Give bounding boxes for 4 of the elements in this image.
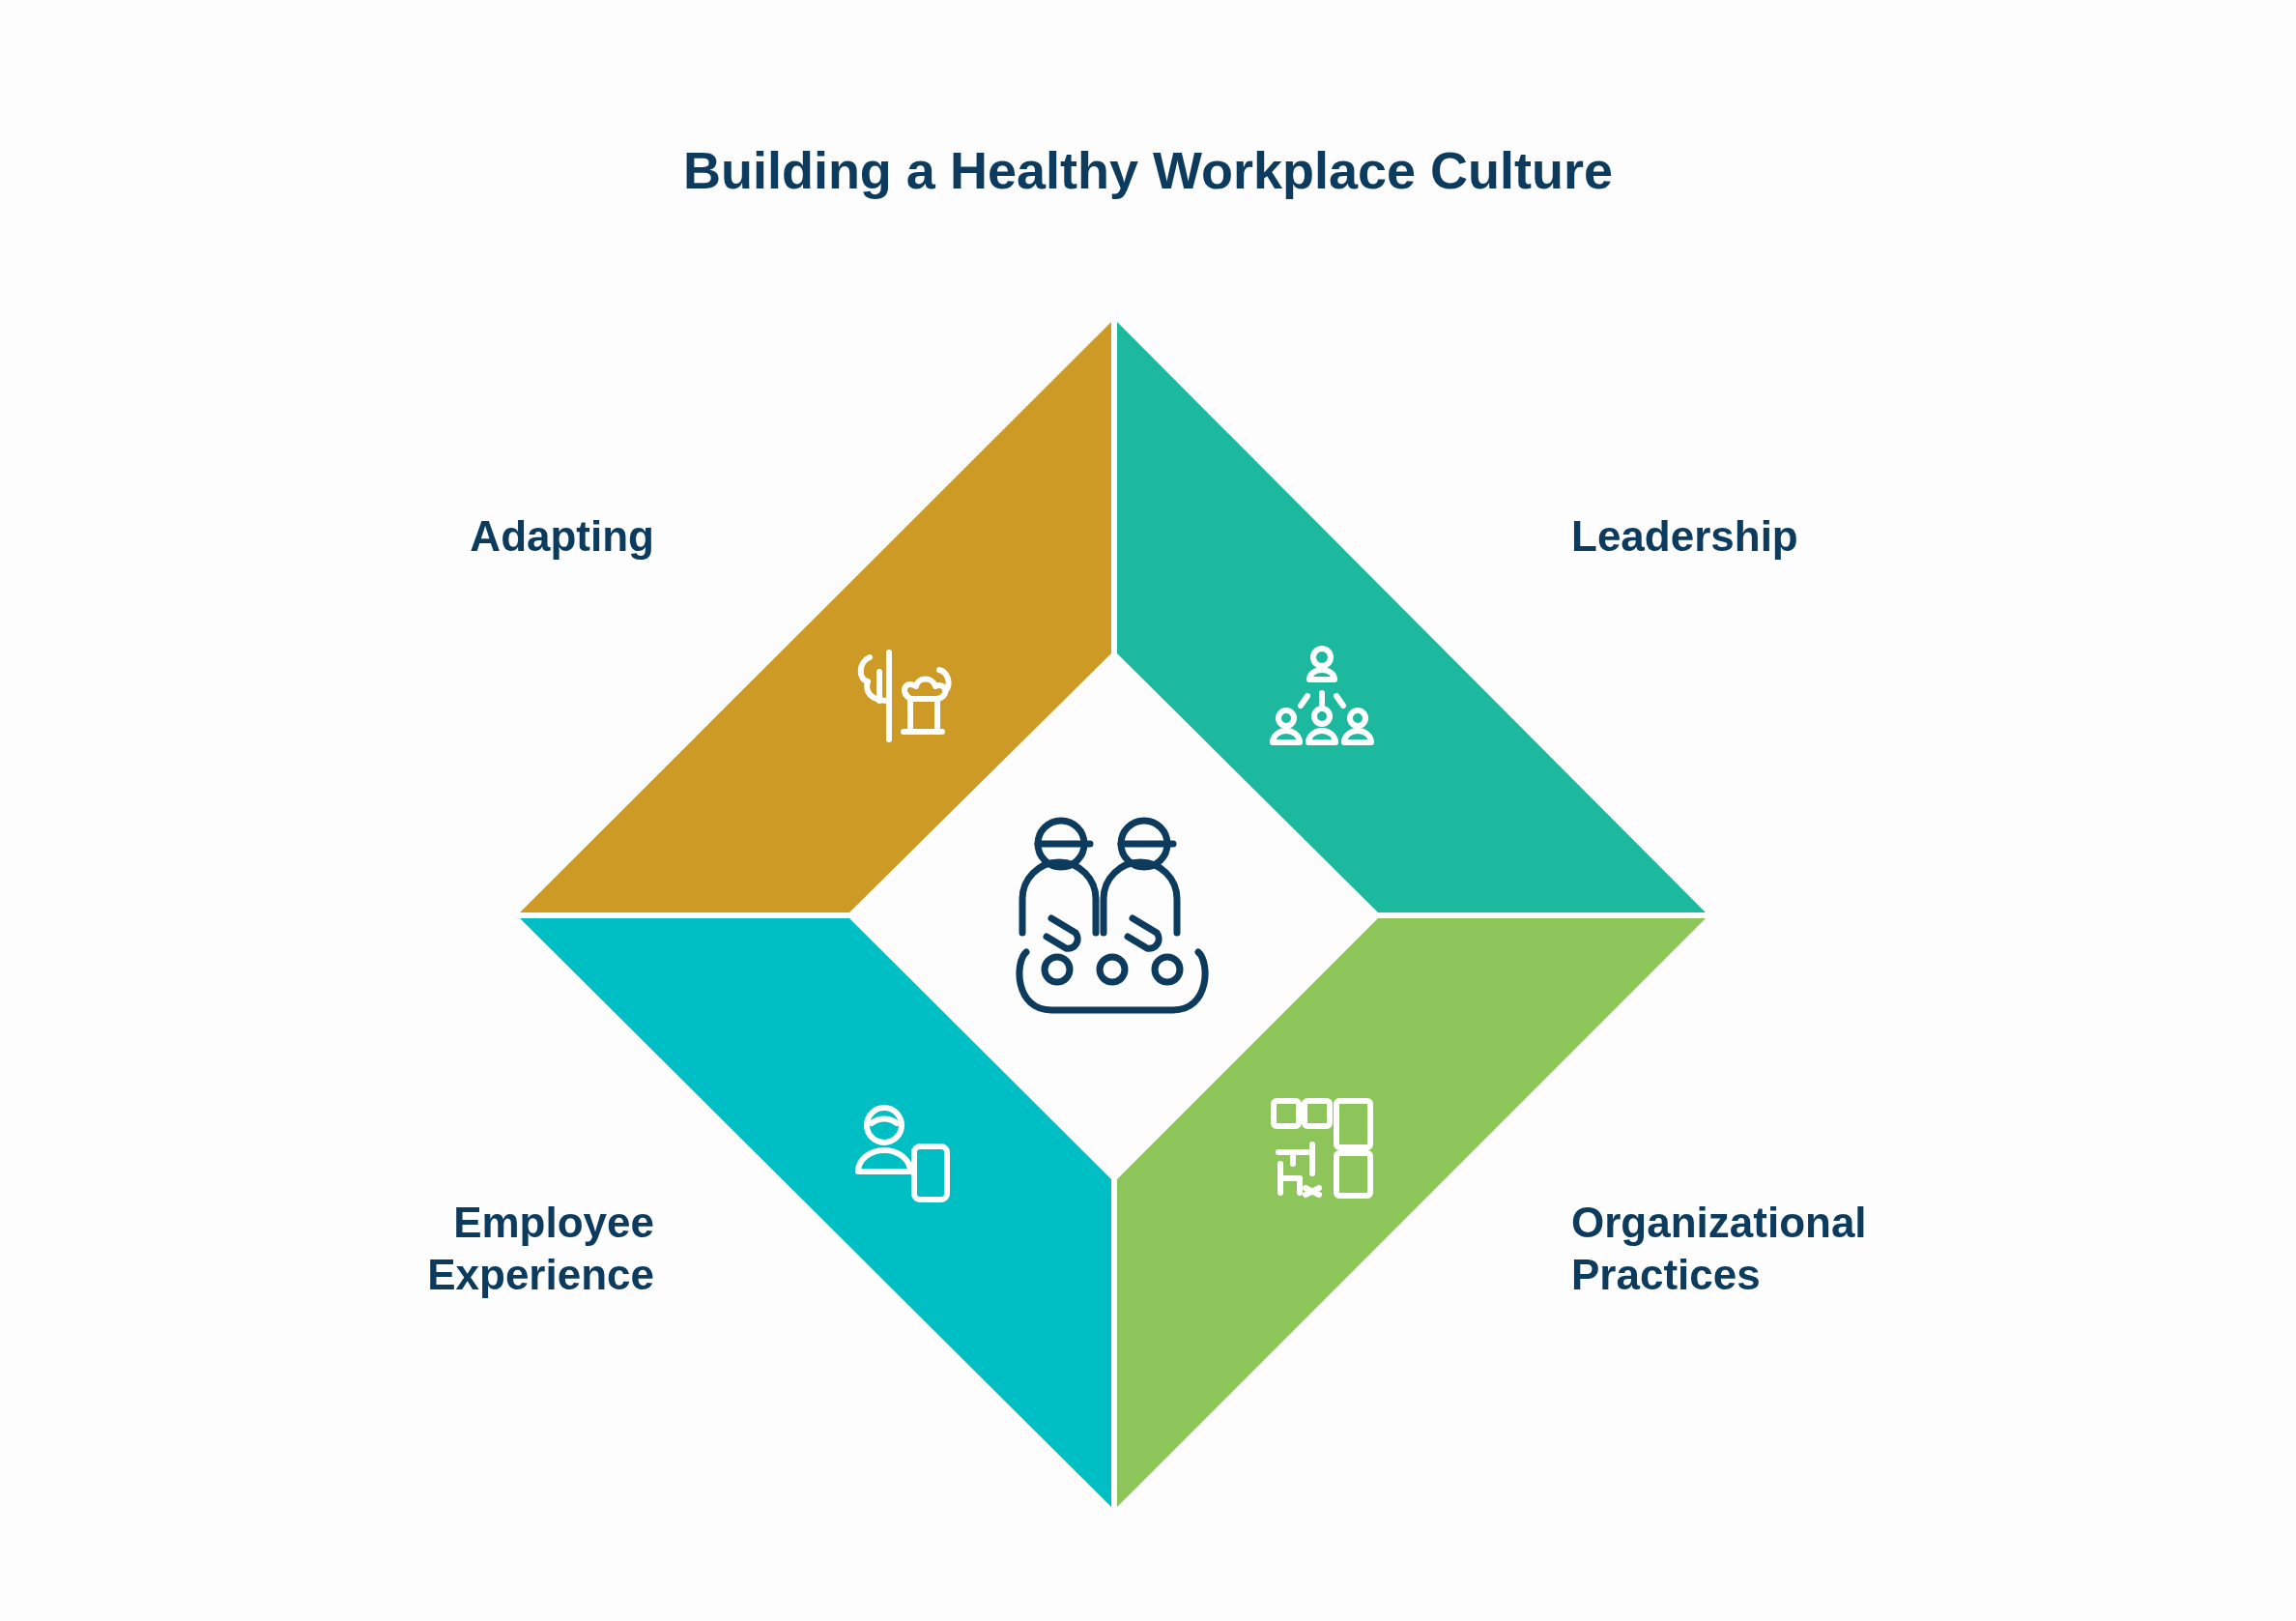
quadrant-heading: Leadership: [1571, 511, 1799, 562]
quadrant-heading: Adapting: [469, 511, 654, 562]
diagram-title: Building a Healthy Workplace Culture: [681, 140, 1615, 200]
quadrant-heading: Employee Experience: [426, 1198, 654, 1300]
